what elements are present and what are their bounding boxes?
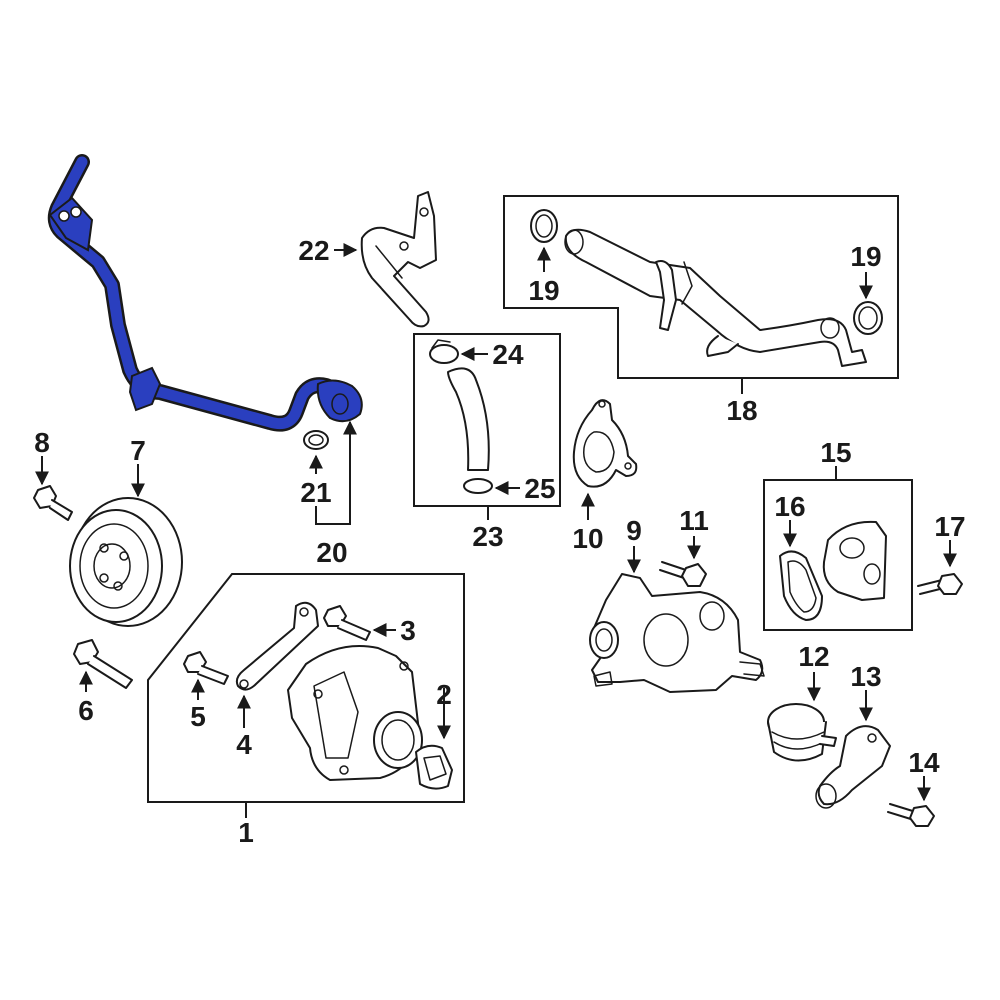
group-box-15	[763, 479, 913, 631]
callout-10[interactable]: 10	[572, 523, 603, 554]
callout-13[interactable]: 13	[850, 661, 881, 692]
o-ring-21[interactable]	[303, 430, 329, 450]
o-ring-19-right[interactable]	[853, 301, 883, 335]
callout-17[interactable]: 17	[934, 511, 965, 542]
bracket-4[interactable]	[235, 601, 319, 691]
bolt-14[interactable]	[887, 803, 935, 827]
callout-3[interactable]: 3	[400, 615, 416, 646]
callout-15[interactable]: 15	[820, 437, 851, 468]
callout-22[interactable]: 22	[298, 235, 329, 266]
water-outlet-housing-9[interactable]	[589, 573, 765, 693]
thermostat-12[interactable]	[767, 703, 837, 762]
callout-18[interactable]: 18	[726, 395, 757, 426]
callout-7[interactable]: 7	[130, 435, 146, 466]
gasket-16[interactable]	[779, 550, 823, 621]
thermostat-housing-15[interactable]	[822, 520, 887, 601]
callout-24[interactable]: 24	[492, 339, 524, 370]
coolant-hose[interactable]	[447, 367, 490, 471]
leader-lines	[35, 243, 957, 818]
callout-23[interactable]: 23	[472, 521, 503, 552]
callout-1[interactable]: 1	[238, 817, 254, 848]
callout-20[interactable]: 20	[316, 537, 347, 568]
coolant-pipe-highlighted[interactable]	[47, 154, 363, 432]
pulley-7[interactable]	[69, 497, 183, 627]
callout-8[interactable]: 8	[34, 427, 50, 458]
callout-labels: 1 2 3 4 5 6 7 8 9 10 11 12 13 14 15 16 1…	[34, 235, 965, 848]
callout-19-right[interactable]: 19	[850, 241, 881, 272]
hose-clamp-25[interactable]	[463, 478, 493, 494]
bolt-8[interactable]	[33, 485, 73, 521]
callout-6[interactable]: 6	[78, 695, 94, 726]
coolant-tube-18[interactable]	[564, 228, 867, 367]
gasket-10[interactable]	[572, 399, 638, 488]
bracket-22[interactable]	[360, 191, 437, 328]
thermostat-cover-13[interactable]	[815, 725, 891, 809]
callout-21[interactable]: 21	[300, 477, 331, 508]
group-box-18	[503, 195, 899, 379]
callout-14[interactable]: 14	[908, 747, 940, 778]
callout-2[interactable]: 2	[436, 679, 452, 710]
bolt-5[interactable]	[183, 651, 229, 685]
gasket-2[interactable]	[415, 744, 453, 790]
callout-5[interactable]: 5	[190, 701, 206, 732]
bolt-17[interactable]	[917, 573, 963, 595]
water-pump-body[interactable]	[287, 645, 423, 781]
hose-clamp-24[interactable]	[429, 339, 459, 364]
callout-16[interactable]: 16	[774, 491, 805, 522]
callout-11[interactable]: 11	[679, 505, 709, 536]
bolt-3[interactable]	[323, 605, 371, 641]
bolt-6[interactable]	[73, 639, 133, 689]
bolt-11[interactable]	[659, 561, 707, 587]
group-box-1	[147, 573, 465, 803]
callout-19-left[interactable]: 19	[528, 275, 559, 306]
callout-9[interactable]: 9	[626, 515, 642, 546]
callout-12[interactable]: 12	[798, 641, 829, 672]
callout-4[interactable]: 4	[236, 729, 252, 760]
o-ring-19-left[interactable]	[530, 209, 558, 243]
callout-25[interactable]: 25	[524, 473, 555, 504]
